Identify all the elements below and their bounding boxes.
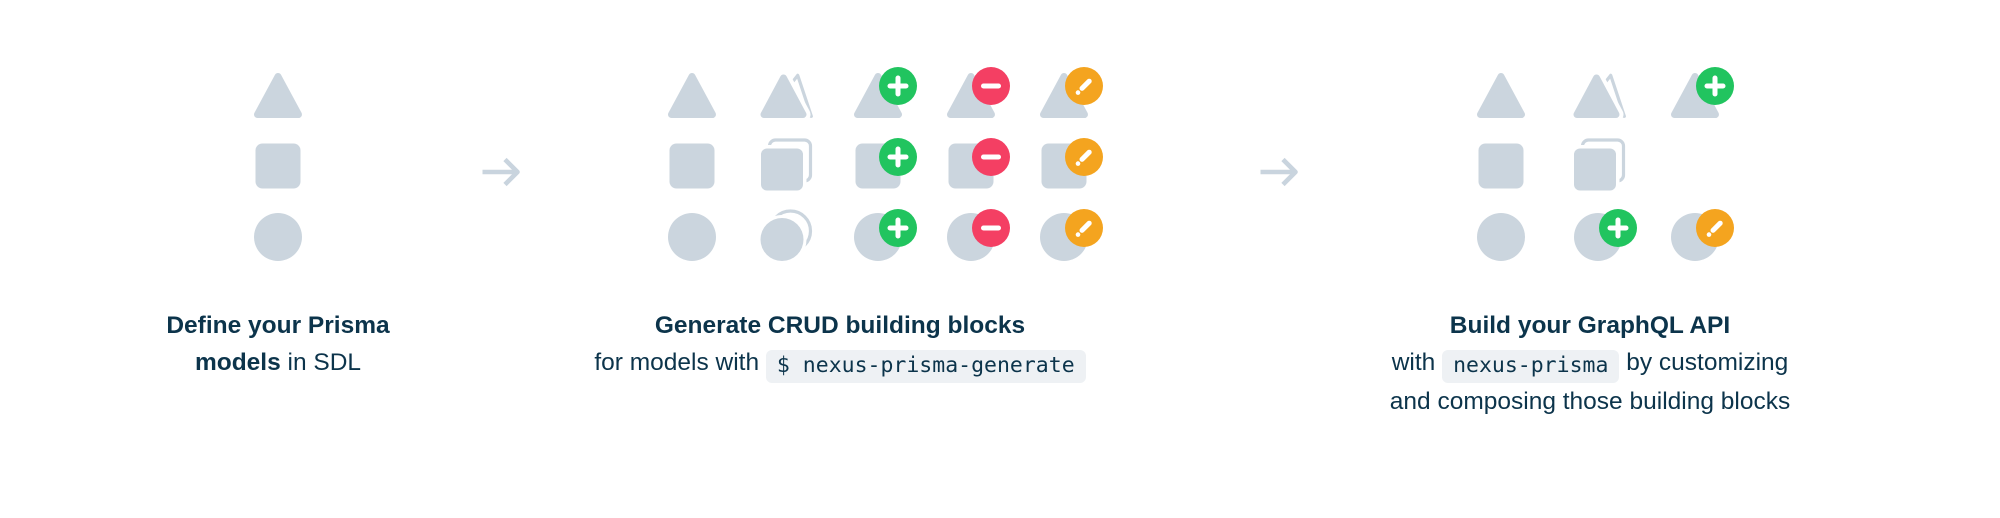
plus-badge-icon (879, 67, 917, 105)
plus-badge-icon (879, 138, 917, 176)
triangle-shape (667, 70, 717, 120)
shape-row (253, 70, 303, 120)
square-shape (1476, 141, 1526, 191)
square-shape (853, 138, 917, 191)
inline-code: $ nexus-prisma-generate (765, 350, 1086, 383)
empty-cell (1670, 141, 1720, 191)
caption-line: Build your GraphQL API (1390, 307, 1790, 344)
shape-row (1476, 138, 1720, 194)
shape-row (667, 138, 1103, 194)
caption-bold-text: models (194, 349, 281, 376)
square-duplicate-shape (1570, 138, 1626, 194)
shape-row (667, 209, 1103, 264)
pencil-badge-icon (1065, 67, 1103, 105)
caption-bold-text: Define your Prisma (166, 312, 390, 339)
square-icon (1478, 143, 1524, 189)
square-duplicate-icon (1570, 138, 1626, 194)
circle-duplicate-icon (757, 209, 813, 264)
pencil-badge-icon (1065, 209, 1103, 247)
square-shape (946, 138, 1010, 191)
caption-line: Generate CRUD building blocks (594, 307, 1085, 344)
panel-build-graphql-api: Build your GraphQL API with nexus-prisma … (1338, 67, 1858, 420)
caption-text: and composing those building blocks (1389, 387, 1791, 415)
pencil-badge-icon (1065, 138, 1103, 176)
square-shape (1039, 138, 1103, 191)
inline-code: nexus-prisma (1442, 350, 1620, 383)
triangle-shape (1670, 67, 1734, 120)
square-duplicate-icon (757, 138, 813, 194)
caption-text: with (1391, 349, 1443, 376)
triangle-icon (668, 73, 716, 118)
generate-crud-caption: Generate CRUD building blocks for models … (594, 307, 1086, 383)
circle-shape (1476, 212, 1526, 262)
build-api-caption: Build your GraphQL API with nexus-prisma … (1390, 307, 1790, 420)
model-shapes-grid (253, 70, 303, 262)
shape-row (253, 212, 303, 262)
square-shape (667, 141, 717, 191)
caption-bold-text: Generate CRUD building blocks (654, 312, 1026, 339)
pencil-badge-icon (1696, 209, 1734, 247)
circle-icon (668, 213, 716, 261)
circle-shape (253, 212, 303, 262)
caption-line: Define your Prisma (166, 307, 389, 344)
caption-bold-text: Build your GraphQL API (1449, 312, 1731, 339)
panel-define-prisma-models: Define your Prisma models in SDL (78, 70, 478, 381)
minus-badge-icon (972, 138, 1010, 176)
caption-line: and composing those building blocks (1390, 383, 1790, 420)
circle-shape (667, 212, 717, 262)
plus-badge-icon (1599, 209, 1637, 247)
arrow-right-icon (481, 155, 521, 189)
triangle-shape (1039, 67, 1103, 120)
triangle-icon (254, 73, 302, 118)
caption-line: with nexus-prisma by customizing (1390, 344, 1790, 383)
caption-text: by customizing (1619, 349, 1789, 376)
plus-badge-icon (879, 209, 917, 247)
shape-row (253, 141, 303, 191)
plus-badge-icon (1696, 67, 1734, 105)
square-duplicate-shape (757, 138, 813, 194)
circle-shape (853, 209, 917, 262)
circle-shape (1039, 209, 1103, 262)
circle-shape (1573, 209, 1637, 262)
triangle-shape (1476, 70, 1526, 120)
triangle-shape (253, 70, 303, 120)
shape-row (667, 67, 1103, 122)
triangle-duplicate-icon (1569, 70, 1626, 122)
caption-line: for models with $ nexus-prisma-generate (594, 344, 1086, 383)
square-icon (669, 143, 715, 189)
circle-shape (946, 209, 1010, 262)
caption-text: in SDL (280, 349, 362, 376)
crud-blocks-grid (667, 67, 1103, 264)
caption-text: for models with (594, 349, 766, 376)
triangle-icon (1477, 73, 1525, 118)
triangle-shape (946, 67, 1010, 120)
shape-row (1476, 67, 1734, 122)
caption-line: models in SDL (166, 344, 389, 381)
triangle-shape (853, 67, 917, 120)
triangle-duplicate-shape (756, 70, 813, 122)
graphql-api-grid (1476, 67, 1734, 262)
panel-generate-crud-building-blocks: Generate CRUD building blocks for models … (594, 67, 1158, 383)
circle-icon (1477, 213, 1525, 261)
circle-shape (1670, 209, 1734, 262)
square-shape (253, 141, 303, 191)
circle-icon (254, 213, 302, 261)
circle-duplicate-shape (757, 209, 813, 264)
triangle-duplicate-icon (756, 70, 813, 122)
square-icon (255, 143, 301, 189)
triangle-duplicate-shape (1569, 70, 1626, 122)
minus-badge-icon (972, 67, 1010, 105)
shape-row (1476, 209, 1734, 262)
define-models-caption: Define your Prisma models in SDL (166, 307, 389, 381)
arrow-right-icon (1259, 155, 1299, 189)
minus-badge-icon (972, 209, 1010, 247)
